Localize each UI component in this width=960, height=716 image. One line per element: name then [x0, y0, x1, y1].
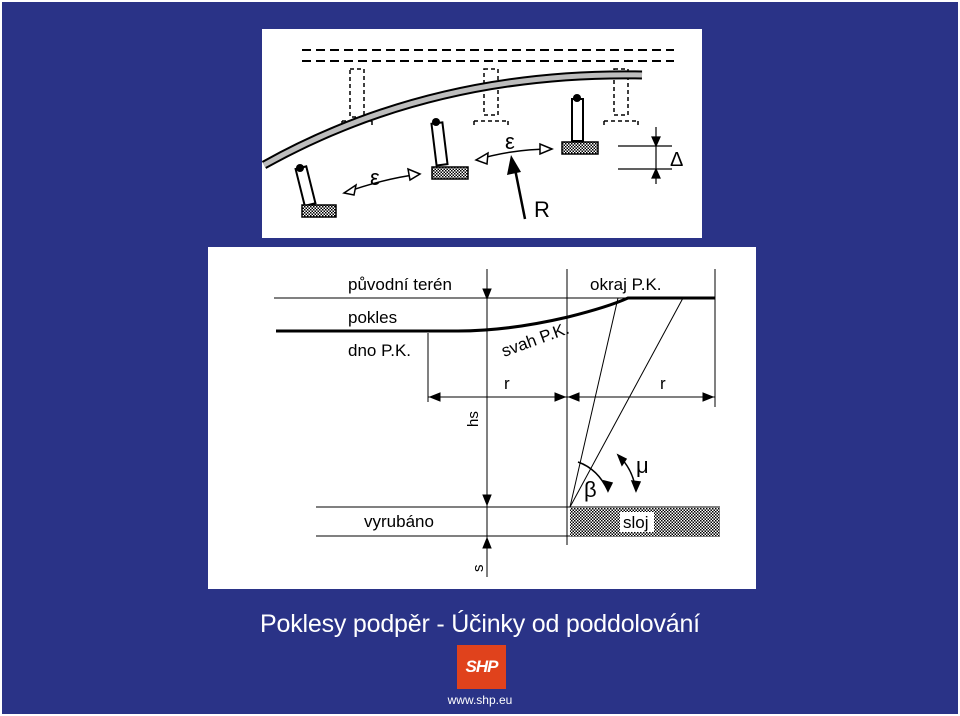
subsidence-label: pokles — [348, 308, 397, 327]
original-supports — [341, 68, 639, 127]
epsilon-left-label: ε — [370, 165, 380, 190]
seam-label: sloj — [623, 513, 649, 532]
delta-dimension — [618, 127, 672, 184]
mined-label: vyrubáno — [364, 512, 434, 531]
beta-label: β — [584, 477, 597, 502]
support-deflection-diagram: ε ε R Δ — [261, 29, 702, 238]
support-deflection-svg: ε ε R Δ — [261, 49, 683, 222]
subsidence-basin-svg: r r hs s — [274, 269, 720, 577]
r-dimension — [428, 392, 715, 402]
hs-label: hs — [465, 411, 482, 427]
r-left-label: r — [504, 374, 510, 393]
angle-arcs — [577, 453, 642, 493]
subsidence-curve — [276, 296, 715, 333]
r-right-label: r — [660, 374, 666, 393]
shp-logo: SHP — [457, 645, 506, 689]
original-terrain-label: původní terén — [348, 275, 452, 294]
subsidence-basin-diagram: r r hs s — [208, 247, 756, 589]
website-link[interactable]: www.shp.eu — [447, 693, 513, 707]
slide-title: Poklesy podpěr - Účinky od poddolování — [260, 610, 700, 638]
epsilon-right-label: ε — [505, 129, 515, 154]
s-dimension — [482, 507, 492, 577]
edge-label: okraj P.K. — [590, 275, 662, 294]
logo-text: SHP — [465, 657, 499, 676]
bottom-label: dno P.K. — [348, 341, 411, 360]
hs-dimension — [482, 277, 492, 507]
mu-label: μ — [636, 453, 649, 478]
s-label: s — [470, 565, 487, 573]
strain-arrows — [342, 142, 554, 196]
delta-label: Δ — [670, 149, 683, 171]
force-arrowhead — [507, 155, 521, 175]
angle-line-mu — [569, 297, 684, 508]
force-arrow — [513, 168, 527, 220]
deformed-supports — [294, 94, 599, 218]
force-label: R — [534, 197, 550, 222]
angle-line-beta — [569, 297, 619, 508]
